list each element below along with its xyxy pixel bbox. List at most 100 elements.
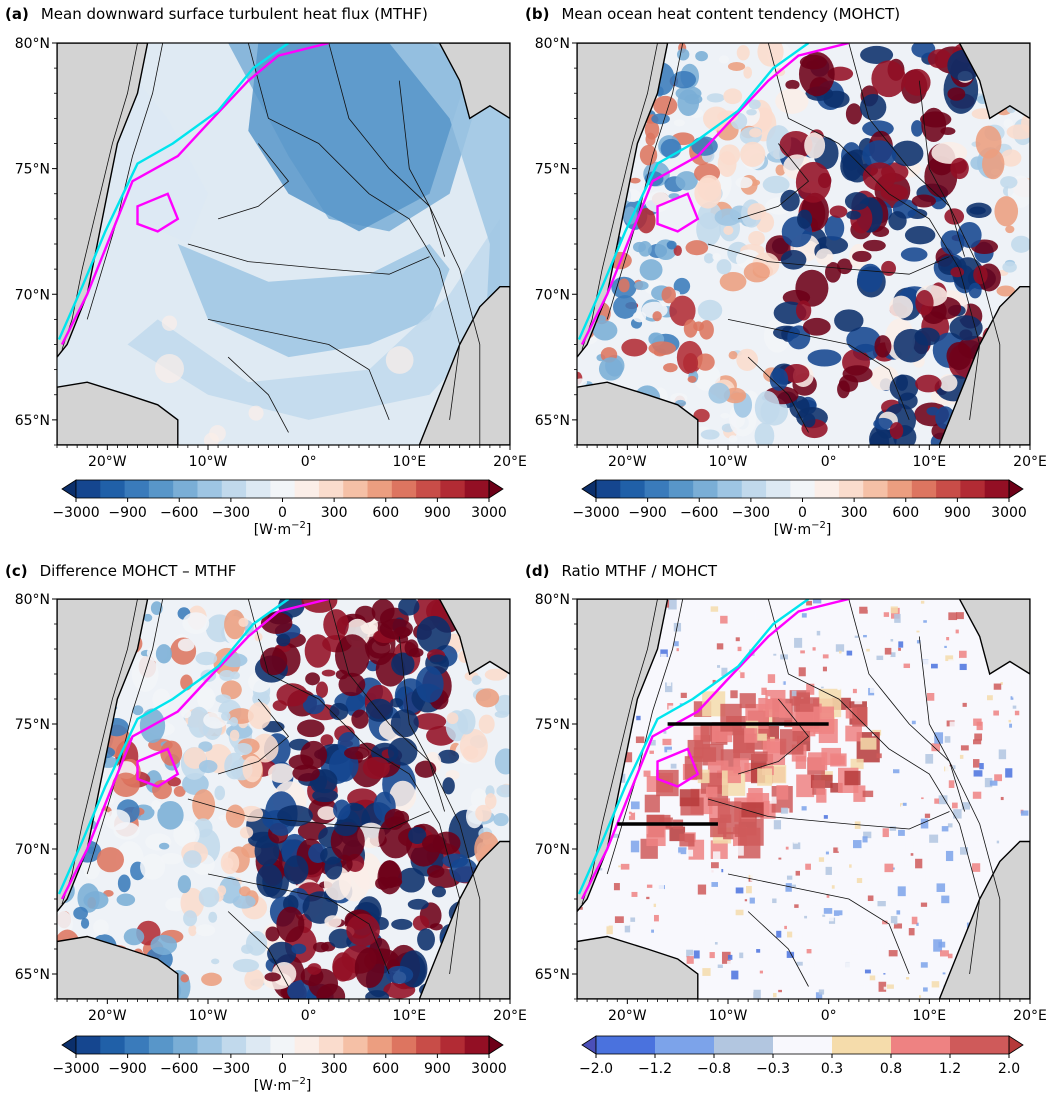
flux-band: [107, 68, 208, 244]
colorbar-segment: [318, 1036, 344, 1054]
ratio-cell: [681, 854, 689, 860]
tendency-eddy: [197, 686, 216, 711]
ratio-cell: [729, 993, 736, 999]
tendency-eddy: [177, 638, 195, 652]
tendency-eddy: [888, 211, 907, 231]
colorbar-tick-label: −900: [108, 505, 146, 521]
tendency-eddy: [939, 374, 958, 392]
colorbar-segment: [717, 480, 743, 498]
ratio-cell: [759, 970, 763, 974]
front-magenta: [580, 43, 850, 346]
tendency-eddy: [297, 719, 325, 738]
bathymetry-contour: [727, 319, 910, 421]
tendency-eddy: [663, 362, 678, 373]
tendency-eddy: [192, 789, 216, 822]
tendency-eddy: [846, 210, 861, 220]
tendency-eddy: [180, 887, 205, 918]
colorbar-tick-label: 2.0: [998, 1061, 1020, 1077]
colorbar-tick-label: −1.2: [638, 1061, 672, 1077]
tendency-eddy: [333, 799, 351, 820]
ratio-cell: [696, 908, 705, 916]
ratio-cell: [627, 813, 631, 817]
bathymetry-contour: [217, 143, 290, 220]
tendency-eddy: [96, 847, 125, 873]
ratio-cell: [606, 925, 613, 935]
ratio-cell: [795, 935, 803, 940]
tendency-eddy: [260, 612, 293, 634]
ratio-cell: [859, 606, 868, 614]
flux-patch: [248, 405, 264, 421]
ratio-cell: [948, 780, 955, 788]
tendency-eddy: [904, 225, 936, 245]
front-cyan: [57, 43, 290, 340]
ratio-cell: [793, 838, 798, 844]
ratio-cell: [1020, 810, 1029, 816]
ratio-cell: [945, 655, 954, 662]
lon-label: 20°W: [88, 454, 127, 470]
tendency-eddy: [687, 375, 697, 383]
colorbar-segment: [596, 1036, 656, 1054]
ratio-cell: [968, 639, 972, 643]
ratio-cell: [767, 726, 780, 741]
bathymetry-contour: [581, 43, 658, 350]
ratio-cell: [972, 863, 981, 872]
ratio-cell: [909, 837, 917, 842]
tendency-eddy: [802, 413, 816, 428]
panel-title-b: (b)Mean ocean heat content tendency (MOH…: [525, 5, 900, 23]
ratio-cell: [614, 916, 624, 924]
ratio-cell: [976, 786, 980, 790]
ratio-cell: [929, 834, 939, 843]
bathymetry-contour: [61, 599, 138, 905]
tendency-eddy: [1011, 235, 1030, 253]
ratio-cell: [946, 838, 956, 846]
ratio-cell: [678, 847, 687, 855]
tendency-eddy: [475, 688, 500, 708]
flux-patch: [385, 346, 414, 374]
lat-label: 75°N: [535, 162, 570, 178]
ratio-cell: [786, 875, 793, 880]
tendency-eddy: [152, 688, 171, 711]
ratio-cell: [686, 956, 694, 964]
flux-band: [177, 244, 450, 358]
ratio-cell: [959, 663, 967, 671]
ratio-cell: [1009, 723, 1013, 728]
colorbar-segment: [416, 480, 441, 498]
tendency-eddy: [714, 208, 741, 226]
colorbar-segment: [464, 480, 490, 498]
ratio-cell: [851, 949, 859, 955]
tendency-eddy: [143, 613, 153, 622]
tendency-eddy: [940, 127, 956, 136]
tendency-eddy: [73, 906, 88, 920]
ratio-cell: [773, 653, 777, 656]
tendency-eddy: [1005, 225, 1015, 234]
tendency-eddy: [404, 639, 419, 657]
bathymetry-contour: [61, 43, 138, 350]
ratio-cell: [968, 819, 973, 825]
bathymetry-contour: [767, 599, 981, 975]
ratio-cell: [901, 804, 909, 813]
ratio-cell: [774, 869, 778, 874]
ratio-cell: [940, 658, 949, 667]
ratio-cell: [832, 636, 838, 642]
tendency-eddy: [629, 177, 641, 184]
ratio-cell: [806, 683, 815, 695]
tendency-eddy: [645, 191, 671, 213]
ratio-cell: [631, 811, 635, 813]
ratio-cell: [849, 864, 852, 868]
ratio-cell: [921, 659, 930, 665]
tendency-eddy: [966, 202, 992, 219]
ratio-cell: [697, 769, 710, 784]
tendency-eddy: [859, 94, 887, 121]
ratio-cell: [785, 846, 789, 850]
ratio-cell: [806, 600, 813, 606]
ratio-cell: [816, 630, 821, 636]
ratio-cell: [784, 925, 787, 930]
ratio-cell: [787, 671, 793, 677]
tendency-eddy: [496, 784, 510, 798]
lat-label: 70°N: [15, 842, 50, 858]
tendency-eddy: [494, 710, 509, 718]
flux-patch: [154, 354, 185, 384]
colorbar-segment: [741, 480, 767, 498]
ratio-cell: [767, 696, 771, 699]
colorbar-segment: [440, 1036, 466, 1054]
